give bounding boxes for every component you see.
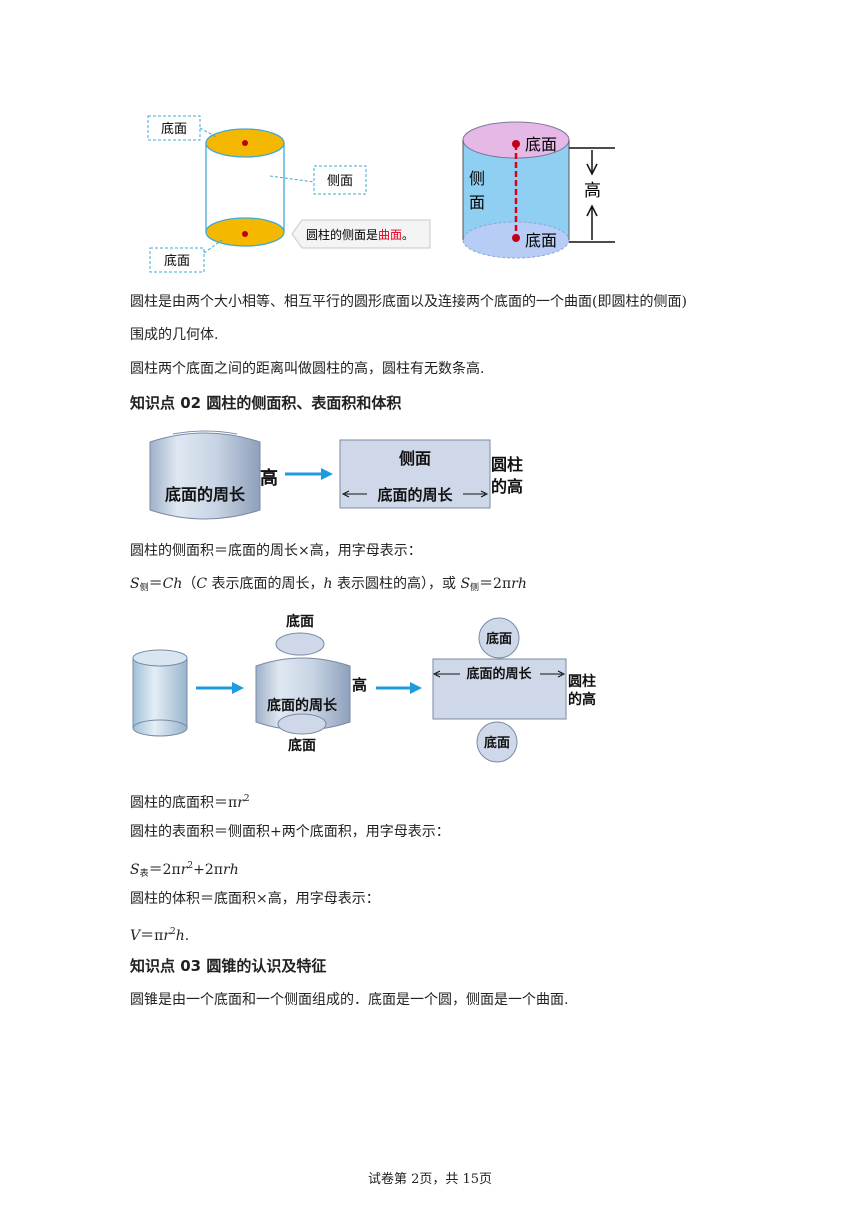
volume-formula: V＝πr2h. <box>130 927 190 944</box>
net-bottom-label: 底面 <box>484 735 510 751</box>
cylinder-parts-figure: 底面 侧面 底面 圆柱的侧面是曲面。 <box>147 115 431 273</box>
height-label: 高 <box>352 676 367 694</box>
label-top-base: 底面 <box>161 121 187 137</box>
label-height: 高 <box>584 181 601 201</box>
note-text: 圆柱的侧面是曲面。 <box>306 227 414 242</box>
bottom-disc <box>277 713 327 735</box>
solid-cylinder <box>132 649 188 667</box>
net-bottom-circle <box>476 721 518 763</box>
section-3-heading: 知识点 03 圆锥的认识及特征 <box>130 957 327 975</box>
net-height-label-1: 圆柱 <box>568 673 596 690</box>
lateral-area-formula: S侧＝Ch（C 表示底面的周长，h 表示圆柱的高），或 S侧＝2πrh <box>130 576 527 593</box>
circumference-label: 底面的周长 <box>165 485 246 504</box>
definition-line-2: 围成的几何体. <box>130 327 219 343</box>
cyl-height-label-2: 的高 <box>491 477 523 496</box>
top-label: 底面 <box>286 613 314 630</box>
net-top-circle <box>478 617 520 659</box>
net-circumference-label: 底面的周长 <box>466 666 532 682</box>
height-definition: 圆柱两个底面之间的距离叫做圆柱的高，圆柱有无数条高. <box>130 361 485 377</box>
height-label: 高 <box>260 467 278 489</box>
lateral-unfold-figure: 底面的周长 高 侧面 底面的周长 圆柱 的高 <box>149 430 523 520</box>
cyl-height-label-1: 圆柱 <box>491 455 523 474</box>
volume-text: 圆柱的体积＝底面积×高，用字母表示： <box>130 891 380 907</box>
label-side-2: 面 <box>469 193 485 212</box>
label-box-bottom <box>149 247 205 273</box>
side-label: 侧面 <box>399 449 431 468</box>
top-disc <box>275 632 325 656</box>
circumference-label: 底面的周长 <box>267 697 338 714</box>
note-callout <box>291 219 431 249</box>
label-top: 底面 <box>525 135 557 154</box>
bottom-center-dot <box>242 231 248 237</box>
base-area-formula: 圆柱的底面积＝πr2 <box>130 794 250 811</box>
cylinder-height-figure: 底面 底面 侧 面 高 <box>462 121 615 259</box>
cone-definition: 圆锥是由一个底面和一个侧面组成的．底面是一个圆，侧面是一个曲面. <box>130 992 569 1008</box>
label-side: 侧面 <box>327 174 353 189</box>
top-center-dot <box>242 140 248 146</box>
net-rectangle <box>432 658 567 720</box>
label-box-top <box>147 115 201 141</box>
section-2-heading: 知识点 02 圆柱的侧面积、表面积和体积 <box>130 394 402 412</box>
page-footer: 试卷第 2页，共 15页 <box>367 1172 493 1187</box>
circumference-label-2: 底面的周长 <box>377 486 453 504</box>
label-box-side <box>313 165 367 195</box>
lateral-area-text: 圆柱的侧面积＝底面的周长×高，用字母表示： <box>130 543 422 559</box>
bottom-label: 底面 <box>288 737 316 754</box>
unfolding-cylinder <box>255 657 351 731</box>
surface-area-text: 圆柱的表面积＝侧面积+两个底面积，用字母表示： <box>130 824 450 840</box>
cylinder-net-figure: 底面 底面的周长 底面 高 底面 底面的周长 底面 圆柱 的高 <box>132 613 596 763</box>
label-side-1: 侧 <box>469 169 485 188</box>
surface-area-formula: S表＝2πr2+2πrh <box>130 861 239 879</box>
lateral-rectangle <box>339 439 491 509</box>
label-bottom: 底面 <box>525 231 557 250</box>
net-top-label: 底面 <box>486 631 512 647</box>
net-height-label-2: 的高 <box>568 691 596 708</box>
label-bottom-base: 底面 <box>164 253 190 269</box>
open-cylinder <box>149 432 261 520</box>
definition-line-1: 圆柱是由两个大小相等、相互平行的圆形底面以及连接两个底面的一个曲面(即圆柱的侧面… <box>130 294 687 310</box>
